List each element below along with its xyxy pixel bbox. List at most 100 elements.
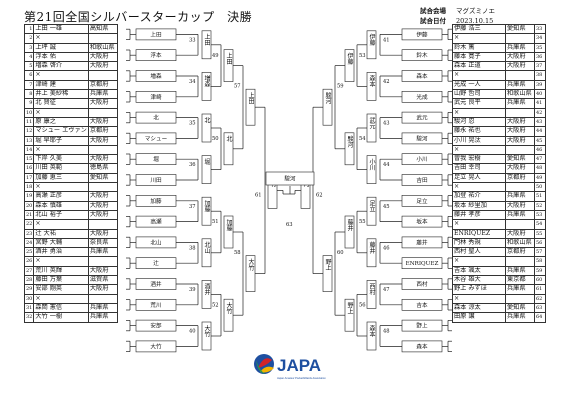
match-number: 47 (383, 287, 390, 293)
player-number: 8 (23, 89, 34, 100)
player-prefecture: 徳島県 (87, 163, 118, 174)
player-number: 53 (534, 209, 546, 221)
round4-winner: 駿河 (324, 91, 331, 104)
match-number: 56 (359, 302, 366, 308)
round2-winner: 増森 (203, 75, 210, 89)
player-prefecture: 大阪府 (505, 61, 535, 72)
round1-winner: 駿河 (416, 134, 428, 142)
player-number: 6 (23, 70, 34, 81)
round1-winner: 野上 (416, 322, 428, 330)
player-prefecture: 兵庫県 (505, 209, 535, 221)
match-number: 36 (189, 162, 196, 168)
japa-logo: JAPA Japan Amateur Pocketbilliards Assoc… (250, 346, 330, 390)
player-number: 38 (534, 70, 546, 81)
champion-name-box (265, 171, 315, 186)
player-prefecture: 大阪府 (505, 135, 535, 146)
match-number: 40 (189, 329, 196, 335)
round1-winner: 北山 (150, 238, 161, 246)
player-number: 9 (23, 98, 34, 109)
match-number: 52 (212, 302, 219, 308)
page-title: 第21回全国シルバースターカップ 決勝 (24, 10, 253, 24)
round1-winner: 増森 (150, 72, 162, 80)
round3-winner: 上田 (225, 52, 232, 66)
player-number: 13 (23, 135, 34, 146)
player-prefecture: 京都府 (87, 79, 118, 91)
player-number: 60 (534, 274, 546, 286)
round2-winner: 堀 (203, 158, 210, 166)
player-number: 51 (534, 191, 546, 202)
champion-name: 駿河 (284, 175, 296, 183)
player-number: 11 (23, 116, 34, 128)
player-prefecture: 大阪府 (87, 191, 118, 202)
round1-winner: 吉田 (416, 177, 428, 184)
match-number: 38 (189, 245, 196, 251)
round1-winner: 北 (153, 114, 159, 122)
player-prefecture: 和歌山県 (505, 89, 535, 100)
player-name: マシュー エヴァン (33, 126, 89, 137)
round3-winner: 大竹 (225, 301, 232, 315)
date-value: 2023.10.15 (456, 17, 494, 25)
player-number: 54 (534, 219, 546, 230)
round2-winner: 足立 (368, 200, 375, 212)
player-prefecture: 滋賀県 (87, 274, 118, 286)
round3-winner: 加藤 (225, 218, 232, 232)
round3-winner: 藤井 (346, 218, 353, 232)
player-number: 20 (23, 200, 34, 211)
round2-winner: 武元 (368, 116, 375, 130)
player-number: 41 (534, 98, 546, 109)
player-prefecture: 兵庫県 (505, 98, 535, 109)
player-number: 29 (23, 284, 34, 295)
round2-winner: 森本 (368, 75, 375, 89)
player-number: 14 (23, 144, 34, 156)
player-number: 30 (23, 293, 34, 304)
match-number: 53 (359, 53, 366, 59)
match-number: 60 (337, 250, 344, 256)
player-number: 7 (23, 79, 34, 91)
logo-mark-icon: JAPA Japan Amateur Pocketbilliards Assoc… (254, 354, 326, 380)
player-prefecture: 大阪府 (505, 126, 535, 137)
date-label: 試合日付 (420, 17, 446, 25)
player-prefecture: 大阪府 (87, 61, 118, 72)
player-prefecture: 京都府 (505, 172, 535, 184)
player-prefecture: 兵庫県 (87, 312, 118, 323)
player-number: 52 (534, 200, 546, 211)
player-name: 安部 剛英 (33, 284, 89, 295)
player-name: 井上 美紗稀 (33, 89, 89, 100)
round1-winner: 辻 (153, 259, 159, 267)
player-prefecture: 和歌山県 (505, 237, 535, 249)
match-number: 39 (189, 287, 196, 293)
venue-label: 試合会場 (420, 7, 446, 15)
player-number: 35 (534, 42, 546, 53)
player-prefecture: 兵庫県 (505, 312, 535, 323)
player-name: 宮野 大輔 (33, 237, 89, 249)
round2-winner: 北山 (203, 241, 210, 255)
player-number: 32 (23, 312, 34, 323)
player-number: 28 (23, 274, 34, 286)
player-name: 藤田 万葉 (33, 274, 89, 286)
player-name: 酒井 勇治 (33, 247, 89, 258)
round1-winner: ENRIQUEZ (406, 261, 439, 267)
player-prefecture: 大阪府 (87, 51, 118, 63)
round2-winner: 上田 (203, 33, 210, 47)
match-number: 34 (189, 79, 196, 85)
